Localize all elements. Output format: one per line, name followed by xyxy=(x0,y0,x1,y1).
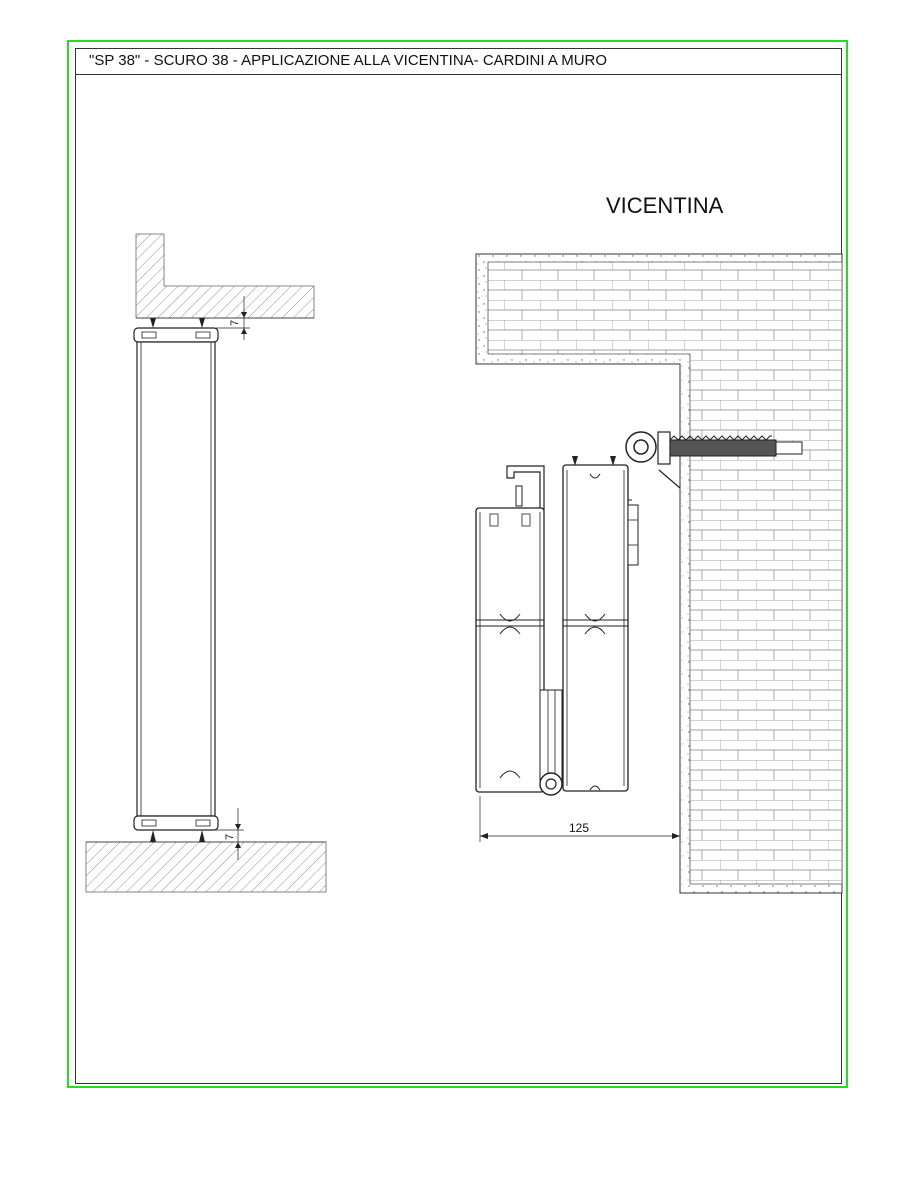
shutter-profile-vertical xyxy=(133,327,219,831)
dimension-width-label: 125 xyxy=(569,821,589,835)
dimension-bottom: 7 xyxy=(216,808,244,860)
leaf-hinge xyxy=(539,772,563,796)
wall-brickwork xyxy=(487,261,843,885)
gasket-bottom-right xyxy=(199,830,205,842)
drawing-title: "SP 38" - SCURO 38 - APPLICAZIONE ALLA V… xyxy=(89,52,608,69)
section-heading: VICENTINA xyxy=(606,193,724,218)
upper-lintel-wall xyxy=(135,233,315,319)
left-vertical-section: 7 7 xyxy=(85,233,327,893)
dimension-top: 7 xyxy=(216,296,250,340)
title-block: "SP 38" - SCURO 38 - APPLICAZIONE ALLA V… xyxy=(75,48,842,75)
lower-sill-wall xyxy=(85,841,327,893)
shutter-leaf-left xyxy=(475,465,563,793)
sheet-outer-frame xyxy=(67,40,848,1088)
dimension-top-label: 7 xyxy=(229,320,241,326)
shutter-leaf-right xyxy=(562,456,639,792)
gasket-top-left xyxy=(150,318,156,328)
dimension-bottom-label: 7 xyxy=(224,834,236,840)
wall-hinge-pin xyxy=(625,431,803,489)
dimension-width: 125 xyxy=(479,796,681,842)
right-plan-section: 125 xyxy=(475,253,843,894)
gasket-top-right xyxy=(199,318,205,328)
gasket-bottom-left xyxy=(150,830,156,842)
